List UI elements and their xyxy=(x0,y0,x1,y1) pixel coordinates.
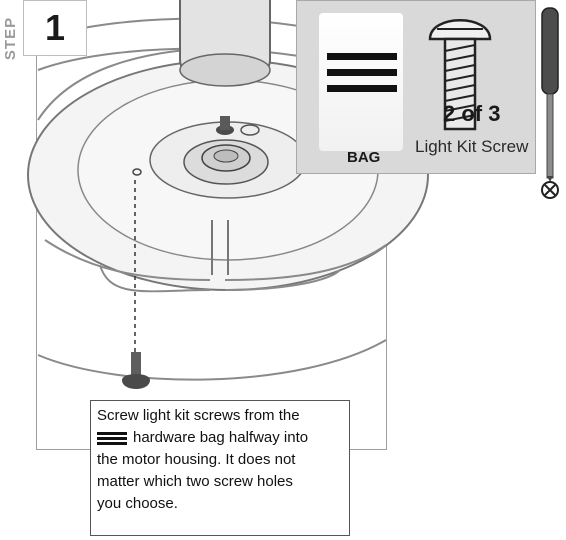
phillips-tip-icon xyxy=(541,181,559,199)
caption-line-1: Screw light kit screws from the xyxy=(97,407,300,424)
quantity-label: 2 of 3 xyxy=(443,101,501,126)
step-number: 1 xyxy=(23,0,87,56)
caption-line-2-text: hardware bag halfway into xyxy=(133,429,309,446)
caption-line-4: matter which two screw holes xyxy=(97,473,293,490)
caption-line-2: hardware bag halfway into xyxy=(97,427,343,449)
phillips-screwdriver-icon xyxy=(541,7,559,182)
caption-line-5: you choose. xyxy=(97,495,178,512)
hardware-panel: BAG 2 of 3 Light Kit Screw xyxy=(296,0,536,174)
three-bars-icon xyxy=(327,53,397,101)
screw-icon xyxy=(428,19,492,131)
hardware-bag xyxy=(319,13,403,151)
three-bars-icon xyxy=(97,430,127,447)
screw-name-label: Light Kit Screw xyxy=(415,137,529,156)
bag-label: BAG xyxy=(347,149,381,166)
caption-line-3: the motor housing. It does not xyxy=(97,451,296,468)
instruction-caption: Screw light kit screws from the hardware… xyxy=(90,400,350,536)
